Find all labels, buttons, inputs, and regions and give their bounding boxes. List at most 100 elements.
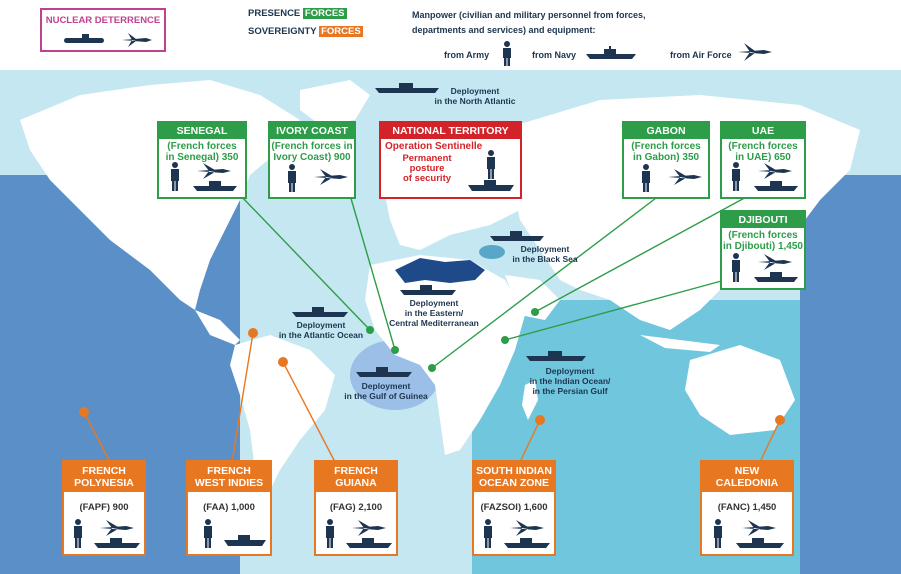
- sovereignty-sub: (FAG) 2,100: [329, 502, 383, 513]
- presence-sub-line: (French forces: [631, 141, 701, 152]
- deployment-label-line: in the Indian Ocean/: [529, 376, 611, 386]
- sovereignty-sub: (FAA) 1,000: [203, 502, 255, 513]
- fighter-jet-icon: [738, 43, 772, 61]
- guinea-ship-icon: [356, 367, 412, 377]
- submarine-and-jet-icon: [64, 33, 152, 47]
- arabian-peninsula: [505, 275, 560, 320]
- presence-sub-line: (French forces in: [271, 141, 353, 152]
- madagascar: [522, 380, 538, 420]
- indian-ocean-ship-icon: [526, 351, 586, 361]
- army-air-icons: [288, 164, 348, 192]
- presence-title: SENEGAL: [159, 123, 245, 139]
- national-territory-box[interactable]: NATIONAL TERRITORY Operation Sentinelle …: [379, 121, 522, 199]
- sovereignty-sub: (FAPF) 900: [79, 502, 129, 513]
- deployment-label-line: in the Persian Gulf: [532, 386, 608, 396]
- deployment-label-line: in the Black Sea: [512, 254, 578, 264]
- sovereignty-title-line: FRENCH: [334, 465, 378, 477]
- deployment-label-line: Deployment: [409, 298, 459, 308]
- sovereignty-legend: SOVEREIGNTY FORCES: [248, 26, 363, 37]
- national-line-part: Permanent: [402, 153, 452, 164]
- greenland: [300, 80, 370, 125]
- deployment-label-line: Deployment: [296, 320, 346, 330]
- army-navy-icons: [204, 519, 266, 548]
- atlantic-ship-icon: [292, 307, 348, 317]
- from-army-label: from Army: [444, 50, 490, 60]
- nuclear-deterrence-label: NUCLEAR DETERRENCE: [45, 15, 161, 26]
- presence-title: IVORY COAST: [270, 123, 354, 139]
- deployment-gulf-of-guinea: Deployment in the Gulf of Guinea: [336, 381, 436, 401]
- pacific-ocean-west: [800, 175, 901, 574]
- army-navy-air-icons: [171, 162, 237, 191]
- presence-title: GABON: [624, 123, 708, 139]
- sovereignty-title-line: SOUTH INDIAN: [476, 465, 552, 477]
- presence-leader-lines: [239, 194, 751, 369]
- sovereignty-title-line: POLYNESIA: [74, 477, 134, 489]
- army-navy-air-icons: [732, 162, 798, 191]
- deployment-label-line: in the Atlantic Ocean: [278, 330, 364, 340]
- army-navy-air-icons: [732, 253, 798, 282]
- presence-tag: FORCES: [302, 8, 347, 19]
- mediterranean-zone: [395, 258, 485, 283]
- from-navy-label: from Navy: [532, 50, 577, 60]
- presence-sub-line: in Senegal) 350: [165, 152, 239, 163]
- deployment-north-atlantic: Deployment in the North Atlantic: [425, 86, 525, 106]
- presence-sub-line: in Gabon) 350: [632, 152, 700, 163]
- sovereignty-title-line: WEST INDIES: [194, 477, 264, 489]
- deployment-label-line: Deployment: [545, 366, 595, 376]
- sovereignty-sub: (FANC) 1,450: [717, 502, 777, 513]
- sovereignty-sub: (FAZSOI) 1,600: [480, 502, 548, 513]
- presence-sub-line: (French forces: [728, 141, 798, 152]
- australia: [685, 345, 795, 435]
- deployment-label-line: in the North Atlantic: [434, 96, 516, 106]
- presence-legend: PRESENCE FORCES: [248, 8, 347, 19]
- north-atlantic-ship-icon: [375, 83, 439, 93]
- deployment-label-line: in the Gulf of Guinea: [344, 391, 428, 401]
- sovereignty-title-line: FRENCH: [207, 465, 251, 477]
- from-air-force-label: from Air Force: [670, 50, 732, 60]
- deployment-mediterranean: Deployment in the Eastern/ Central Medit…: [378, 298, 490, 328]
- ship-icon: [586, 46, 636, 59]
- army-navy-air-icons: [714, 519, 784, 548]
- sovereignty-title-line: GUIANA: [335, 477, 377, 489]
- army-navy-air-icons: [74, 519, 140, 548]
- black-sea-ship-icon: [490, 231, 544, 241]
- sovereignty-title-line: OCEAN ZONE: [478, 477, 549, 489]
- presence-sub-line: (French forces: [728, 230, 798, 241]
- soldier-icon: [503, 41, 511, 66]
- deployment-black-sea: Deployment in the Black Sea: [500, 244, 590, 264]
- sovereignty-leader-lines: [83, 332, 781, 463]
- presence-dots: [366, 308, 539, 372]
- presence-title: UAE: [722, 123, 804, 139]
- sovereignty-dots: [79, 328, 785, 425]
- deployment-indian-ocean: Deployment in the Indian Ocean/ in the P…: [510, 366, 630, 396]
- deployment-label-line: Deployment: [361, 381, 411, 391]
- south-america: [230, 335, 335, 500]
- sovereignty-tag: FORCES: [319, 26, 363, 37]
- deployment-label-line: Deployment: [520, 244, 570, 254]
- army-air-icons: [642, 164, 702, 192]
- presence-sub-line: in UAE) 650: [735, 152, 791, 163]
- army-navy-air-icons: [326, 519, 392, 548]
- manpower-legend-line2: departments and services) and equipment:: [412, 25, 596, 35]
- mediterranean-ship-icon: [400, 285, 456, 295]
- manpower-legend-line1: Manpower (civilian and military personne…: [412, 10, 646, 20]
- national-line: Permanent posture of security: [381, 154, 473, 184]
- indonesia: [640, 335, 720, 352]
